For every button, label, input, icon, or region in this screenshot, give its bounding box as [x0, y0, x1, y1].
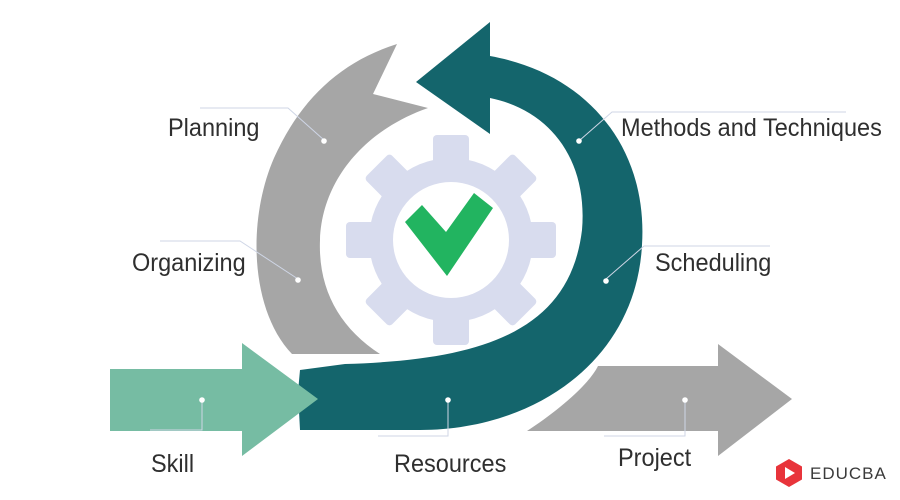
label-methods-and-techniques: Methods and Techniques — [621, 114, 882, 142]
label-project: Project — [618, 444, 692, 472]
checkmark-icon — [405, 193, 493, 276]
label-scheduling: Scheduling — [655, 249, 772, 277]
resources-dot — [445, 397, 451, 403]
skill-arrow — [110, 343, 318, 456]
skill-dot — [199, 397, 205, 403]
project-arrow — [527, 344, 792, 456]
brand-name: EDUCBA — [810, 463, 887, 483]
educba-logo-icon — [776, 459, 802, 487]
teal-cycle-arrow — [298, 22, 643, 430]
organizing-dot — [295, 277, 301, 283]
methods-dot — [576, 138, 582, 144]
label-organizing: Organizing — [132, 249, 246, 277]
gray-cycle-arc — [256, 44, 428, 354]
leader-lines — [150, 107, 846, 437]
label-planning: Planning — [168, 114, 260, 142]
planning-dot — [321, 138, 327, 144]
marker-dots — [199, 138, 688, 403]
label-skill: Skill — [151, 450, 195, 478]
project-dot — [682, 397, 688, 403]
label-resources: Resources — [394, 450, 507, 478]
brand-logo: EDUCBA — [774, 458, 887, 488]
scheduling-dot — [603, 278, 609, 284]
